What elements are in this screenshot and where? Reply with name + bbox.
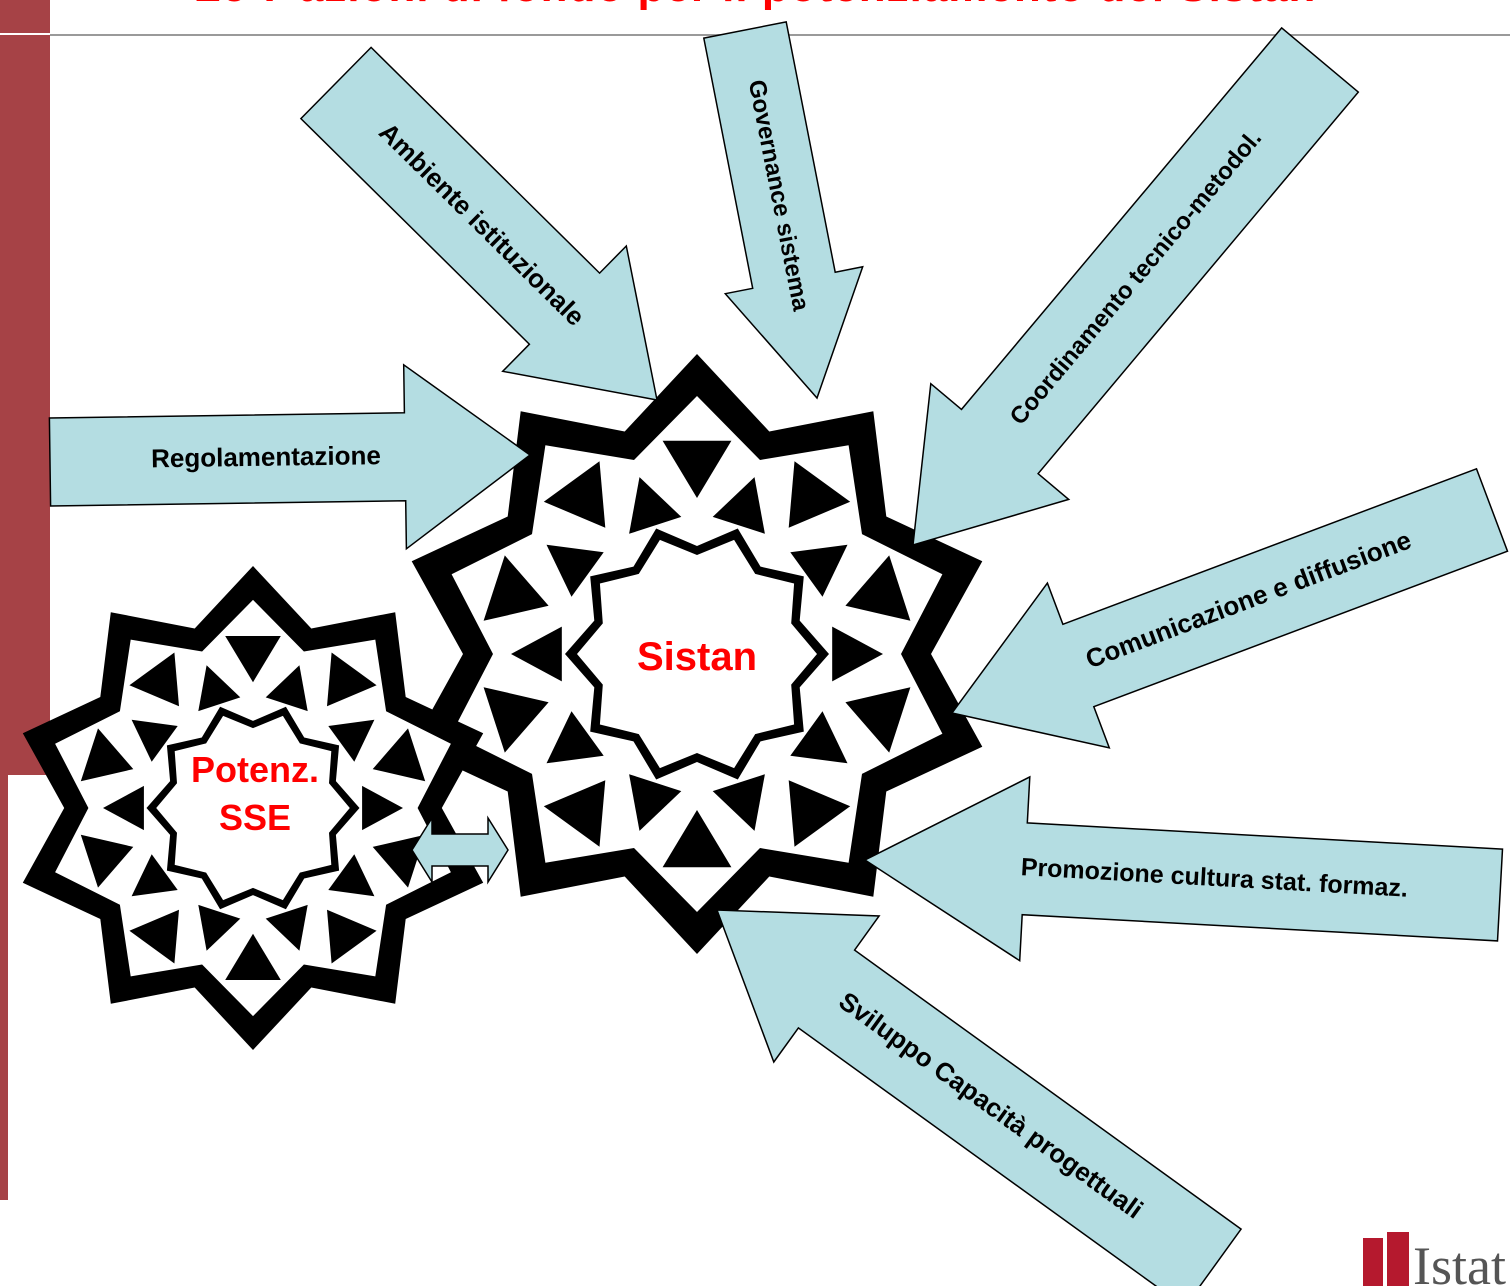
double-arrow-link <box>411 815 509 885</box>
arrow-6: Promozione cultura stat. formaz. <box>863 775 1504 963</box>
rosette-triangle <box>372 834 426 888</box>
rosette-inner-core <box>577 539 817 769</box>
page-title: Le 7 azioni di fondo per il potenziament… <box>194 0 1317 11</box>
arrow-label: Sviluppo Capacità progettuali <box>833 986 1148 1225</box>
rosette-triangle <box>788 780 851 847</box>
rosette-triangle <box>80 834 134 888</box>
rosette-triangle <box>131 854 178 897</box>
arrow-4: Regolamentazione <box>48 363 532 551</box>
arrow-label: Ambiente istituzionale <box>373 117 591 332</box>
rosette-triangle <box>662 810 732 868</box>
secondary-node-label-line2: SSE <box>219 797 291 838</box>
rosette-triangle <box>198 665 241 712</box>
rosette-triangle <box>546 544 604 597</box>
arrow-label: Regolamentazione <box>151 440 381 473</box>
arrow-2: Governance sistema <box>702 21 864 400</box>
rosettes-layer <box>22 354 983 1050</box>
rosette-triangle <box>483 555 549 621</box>
rosette-triangle <box>80 728 134 782</box>
rosette-triangle <box>129 652 179 707</box>
secondary-node-label-line1: Potenz. <box>191 749 319 790</box>
arrow-shape <box>299 46 658 401</box>
rosette-triangle <box>327 909 377 964</box>
rosette-triangle <box>372 728 426 782</box>
page-title-banner: Le 7 azioni di fondo per il potenziament… <box>0 0 1510 22</box>
arrow-3: Coordinamento tecnico-metodol. <box>912 26 1360 547</box>
rosette-triangle <box>546 711 604 764</box>
main-rosette <box>411 354 983 954</box>
rosette-triangle <box>265 665 308 712</box>
logo-bar-2 <box>1387 1232 1409 1286</box>
rosette-triangle <box>198 904 241 951</box>
rosette-triangle <box>327 652 377 707</box>
rosette-triangle <box>328 854 375 897</box>
arrow-5: Comunicazione e diffusione <box>950 467 1509 749</box>
rosette-triangle <box>265 904 308 951</box>
rosette-inner-core <box>156 715 350 901</box>
arrow-shape <box>715 909 1243 1286</box>
main-node-label: Sistan <box>637 635 757 679</box>
rosette-triangle <box>788 461 851 528</box>
rosette-triangle <box>845 555 911 621</box>
rosette-triangle <box>131 719 178 762</box>
secondary-rosette <box>22 566 484 1050</box>
rosette-triangle <box>103 785 144 831</box>
arrow-shape <box>863 775 1504 963</box>
rosette-triangle <box>129 909 179 964</box>
rosette-triangle <box>543 461 606 528</box>
arrow-shape <box>48 363 532 551</box>
rosette-triangle <box>511 626 562 682</box>
rosette-triangle <box>225 636 281 683</box>
arrow-shape <box>950 467 1509 749</box>
rosette-triangle <box>845 687 911 753</box>
sidebar-band-lower <box>0 775 8 1200</box>
sidebar-band <box>0 0 50 775</box>
rosette-triangle <box>225 933 281 980</box>
arrow-shape <box>702 21 864 400</box>
rosette-triangle <box>629 477 682 534</box>
rosette-triangle <box>483 687 549 753</box>
rosette-triangle <box>629 774 682 831</box>
rosette-triangle <box>790 544 848 597</box>
logo-text: Istat <box>1413 1236 1506 1286</box>
rosette-triangle <box>362 785 403 831</box>
arrow-1: Ambiente istituzionale <box>299 46 658 401</box>
istat-logo: Istat <box>1363 1232 1506 1286</box>
rosette-triangle <box>832 626 883 682</box>
rosette-triangle <box>328 719 375 762</box>
rosette-triangle <box>712 477 765 534</box>
rosette-triangle <box>712 774 765 831</box>
arrow-shape <box>912 26 1360 547</box>
rosette-triangle <box>790 711 848 764</box>
logo-bar-1 <box>1363 1238 1383 1286</box>
arrow-7: Sviluppo Capacità progettuali <box>715 909 1243 1286</box>
arrow-label: Coordinamento tecnico-metodol. <box>1005 125 1267 430</box>
rosette-triangle <box>543 780 606 847</box>
rosette-triangle <box>662 440 732 498</box>
